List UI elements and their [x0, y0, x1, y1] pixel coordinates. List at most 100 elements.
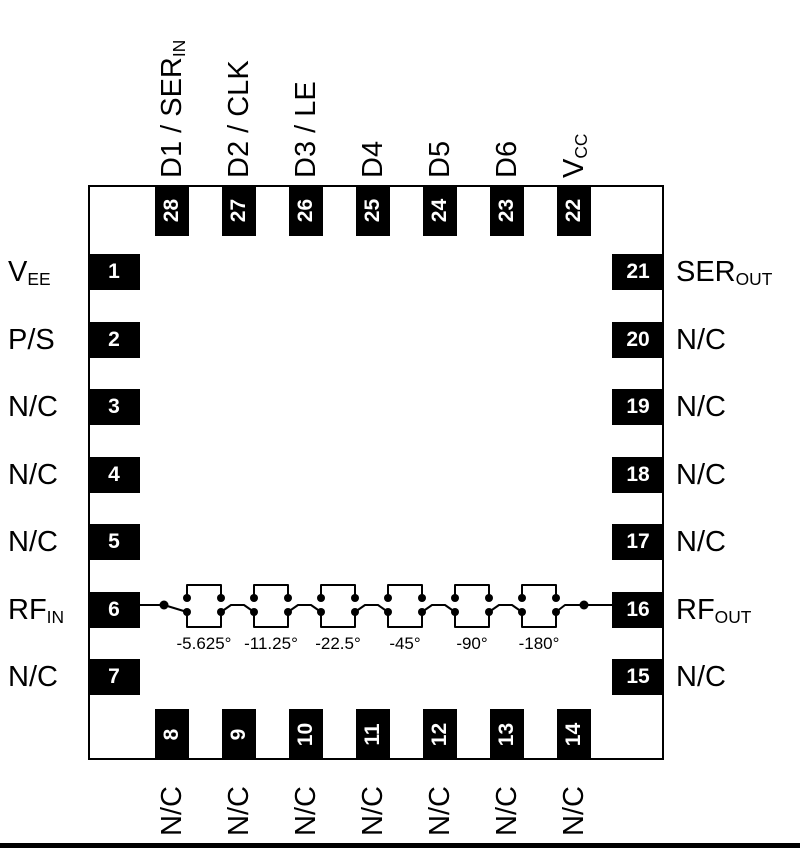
pin-9-label: N/C — [222, 706, 256, 836]
pin-17-label: N/C — [676, 524, 798, 560]
pin-16-pad: 16 — [612, 592, 664, 628]
pin-27-pad: 27 — [222, 185, 256, 236]
pin-8-label: N/C — [155, 706, 189, 836]
pin-9-pad: 9 — [222, 709, 256, 760]
pin-19-label-base: N/C — [676, 391, 726, 423]
pin-10-label-base: N/C — [290, 786, 322, 836]
pin-11-label: N/C — [356, 706, 390, 836]
pin-3-number: 3 — [108, 395, 120, 418]
pin-28-label: D1 / SERIN — [155, 0, 189, 178]
pin-1-number: 1 — [108, 260, 120, 283]
pin-5-pad: 5 — [88, 524, 140, 560]
pin-5-label-base: N/C — [8, 526, 58, 558]
pin-27-label-base: D2 / CLK — [223, 60, 255, 178]
pin-21-label-sub: OUT — [735, 268, 773, 289]
pin-12-pad: 12 — [423, 709, 457, 760]
pin-21-pad: 21 — [612, 254, 664, 290]
pin-3-label-base: N/C — [8, 391, 58, 423]
pin-2-pad: 2 — [88, 322, 140, 358]
stage-label-5: -90° — [456, 634, 488, 653]
pin-27-number: 27 — [227, 198, 250, 223]
pin-7-label-base: N/C — [8, 661, 58, 693]
pin-15-pad: 15 — [612, 659, 664, 695]
pin-14-label-base: N/C — [558, 786, 590, 836]
pin-22-number: 22 — [562, 198, 585, 223]
pin-24-label: D5 — [423, 0, 457, 178]
pin-7-pad: 7 — [88, 659, 140, 695]
pin-15-label: N/C — [676, 659, 798, 695]
pin-17-number: 17 — [626, 530, 650, 553]
pin-13-label: N/C — [490, 706, 524, 836]
pin-25-pad: 25 — [356, 185, 390, 236]
pin-26-label-base: D3 / LE — [290, 81, 322, 178]
pin-23-number: 23 — [495, 198, 518, 223]
pin-17-pad: 17 — [612, 524, 664, 560]
pin-6-number: 6 — [108, 598, 120, 621]
pin-8-pad: 8 — [155, 709, 189, 760]
pin-9-label-base: N/C — [223, 786, 255, 836]
pin-21-label: SEROUT — [676, 254, 798, 290]
pin-2-label-base: P/S — [8, 324, 55, 356]
pin-18-number: 18 — [626, 463, 650, 486]
pin-15-label-base: N/C — [676, 661, 726, 693]
pin-23-label-base: D6 — [491, 140, 523, 178]
pin-28-number: 28 — [160, 198, 183, 223]
pin-1-label-base: V — [8, 256, 28, 288]
pin-16-label: RFOUT — [676, 592, 798, 628]
pin-13-label-base: N/C — [491, 786, 523, 836]
pin-28-pad: 28 — [155, 185, 189, 236]
pin-21-label-base: SER — [676, 256, 736, 288]
pin-11-pad: 11 — [356, 709, 390, 760]
pin-3-pad: 3 — [88, 389, 140, 425]
pin-17-label-base: N/C — [676, 526, 726, 558]
pin-4-label: N/C — [8, 457, 86, 493]
pin-6-label: RFIN — [8, 592, 86, 628]
pin-19-pad: 19 — [612, 389, 664, 425]
pin-12-label: N/C — [423, 706, 457, 836]
stage-label-4: -45° — [389, 634, 421, 653]
pin-4-pad: 4 — [88, 457, 140, 493]
pin-27-label: D2 / CLK — [222, 0, 256, 178]
pin-4-number: 4 — [108, 463, 120, 486]
pin-6-pad: 6 — [88, 592, 140, 628]
pin-8-label-base: N/C — [156, 786, 188, 836]
pin-2-label: P/S — [8, 322, 86, 358]
pin-19-number: 19 — [626, 395, 650, 418]
pin-20-label-base: N/C — [676, 324, 726, 356]
pin-2-number: 2 — [108, 328, 120, 351]
pin-26-number: 26 — [294, 198, 317, 223]
pin-15-number: 15 — [626, 665, 650, 688]
pin-5-label: N/C — [8, 524, 86, 560]
pin-20-number: 20 — [626, 328, 650, 351]
stage-label-1: -5.625° — [176, 634, 232, 653]
pin-24-pad: 24 — [423, 185, 457, 236]
pin-4-label-base: N/C — [8, 459, 58, 491]
pin-22-label-sub: CC — [570, 133, 591, 159]
pin-7-number: 7 — [108, 665, 120, 688]
pin-10-label: N/C — [289, 706, 323, 836]
pin-5-number: 5 — [108, 530, 120, 553]
pin-24-number: 24 — [428, 198, 451, 223]
pin-22-label-base: V — [558, 158, 590, 178]
pin-1-label-sub: EE — [27, 268, 51, 289]
pin-7-label: N/C — [8, 659, 86, 695]
pin-20-label: N/C — [676, 322, 798, 358]
pin-26-label: D3 / LE — [289, 0, 323, 178]
pin-28-label-sub: IN — [168, 39, 189, 58]
pin-19-label: N/C — [676, 389, 798, 425]
pin-18-label: N/C — [676, 457, 798, 493]
pin-25-label: D4 — [356, 0, 390, 178]
page-bottom-rule — [0, 843, 800, 848]
pin-25-label-base: D4 — [357, 140, 389, 178]
pin-13-pad: 13 — [490, 709, 524, 760]
pin-22-label: VCC — [557, 0, 591, 178]
pin-3-label: N/C — [8, 389, 86, 425]
pin-14-pad: 14 — [557, 709, 591, 760]
pin-21-number: 21 — [626, 260, 650, 283]
pin-20-pad: 20 — [612, 322, 664, 358]
pin-28-label-base: D1 / SER — [156, 57, 188, 178]
stage-label-2: -11.25° — [244, 634, 298, 653]
chip-body-outline — [88, 185, 664, 760]
pin-16-label-sub: OUT — [714, 606, 752, 627]
